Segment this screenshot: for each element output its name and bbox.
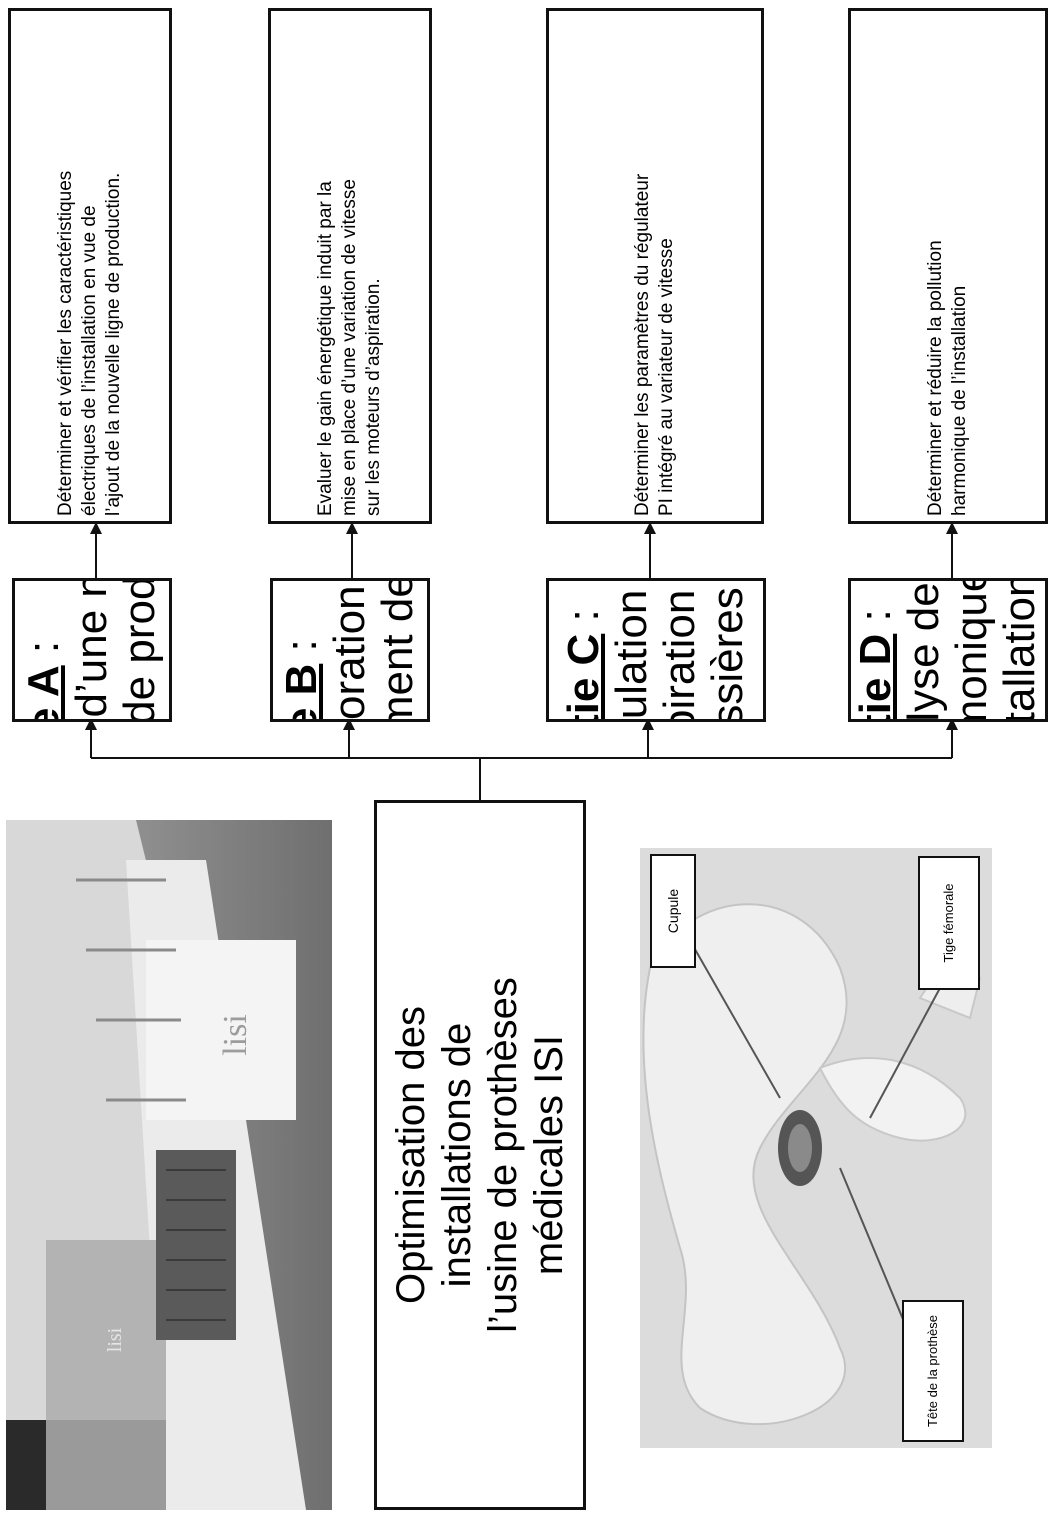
part-b-line-1: Amélioration du xyxy=(325,581,374,719)
building-sign-2: lisi xyxy=(104,1327,126,1352)
part-a-line-1: Ajout d’une nouvelle xyxy=(67,581,116,719)
part-a-title: Partie A xyxy=(19,665,68,719)
main-objective-box: Optimisation des installations de l’usin… xyxy=(374,800,586,1510)
part-d-line-2: harmoniques de xyxy=(947,581,996,719)
part-c-line-2: l’aspiration des xyxy=(655,581,704,719)
objective-c-line-2: PI intégré au variateur de vitesse xyxy=(656,238,677,516)
part-d-line-3: l’installation xyxy=(995,578,1044,722)
objective-box-a: Déterminer et vérifier les caractéristiq… xyxy=(8,8,172,524)
objective-c-line-1: Déterminer les paramètres du régulateur xyxy=(632,173,653,516)
objective-box-c: Déterminer les paramètres du régulateur … xyxy=(546,8,764,524)
objective-box-b: Evaluer le gain énergétique induit par l… xyxy=(268,8,432,524)
part-box-b: Partie B : Amélioration du traitement de… xyxy=(270,578,430,722)
part-d-title: Partie D xyxy=(851,633,900,722)
part-box-d: Partie D : Analyse des harmoniques de l’… xyxy=(848,578,1048,722)
part-d-separator: : xyxy=(851,609,900,634)
objective-box-d: Déterminer et réduire la pollution harmo… xyxy=(848,8,1048,524)
part-box-a: Partie A : Ajout d’une nouvelle ligne de… xyxy=(12,578,172,722)
hip-prosthesis-figure: Cupule Tige fémorale Tête de la prothèse xyxy=(640,848,992,1448)
part-c-line-3: poussières xyxy=(703,587,752,722)
hip-label-cupule: Cupule xyxy=(650,854,696,968)
objective-d-line-1: Déterminer et réduire la pollution xyxy=(925,240,946,516)
part-c-title: Partie C xyxy=(559,633,608,722)
main-line-2: installations de xyxy=(435,1022,479,1288)
building-sign-1: lisi xyxy=(217,1014,254,1056)
part-b-line-2: traitement de l’air xyxy=(373,581,422,719)
main-line-3: l’usine de prothèses xyxy=(481,977,525,1333)
hip-label-tige-femorale: Tige fémorale xyxy=(918,856,980,990)
objective-b-line-2: mise en place d’une variation de vitesse xyxy=(339,179,360,516)
part-b-title: Partie B xyxy=(277,664,326,719)
part-a-line-2: ligne de production xyxy=(115,581,164,719)
main-line-4: médicales ISI xyxy=(527,1034,571,1276)
objective-b-line-3: sur les moteurs d’aspiration. xyxy=(363,278,384,516)
building-photo: lisi lisi xyxy=(6,820,332,1510)
part-d-line-1: Analyse des xyxy=(899,578,948,722)
main-line-1: Optimisation des xyxy=(389,1006,433,1304)
objective-a-line-2: électriques de l’installation en vue de xyxy=(79,205,100,516)
hip-label-tete-prothese: Tête de la prothèse xyxy=(902,1300,964,1442)
objective-b-line-1: Evaluer le gain énergétique induit par l… xyxy=(315,181,336,516)
part-c-line-1: Régulation de xyxy=(607,578,656,722)
part-a-separator: : xyxy=(19,640,68,666)
objective-a-line-1: Déterminer et vérifier les caractéristiq… xyxy=(55,170,76,516)
objective-d-line-2: harmonique de l’installation xyxy=(949,285,970,516)
part-b-separator: : xyxy=(277,639,326,664)
objective-a-line-3: l’ajout de la nouvelle ligne de producti… xyxy=(103,172,124,516)
part-c-separator: : xyxy=(559,609,608,634)
part-box-c: Partie C : Régulation de l’aspiration de… xyxy=(546,578,766,722)
